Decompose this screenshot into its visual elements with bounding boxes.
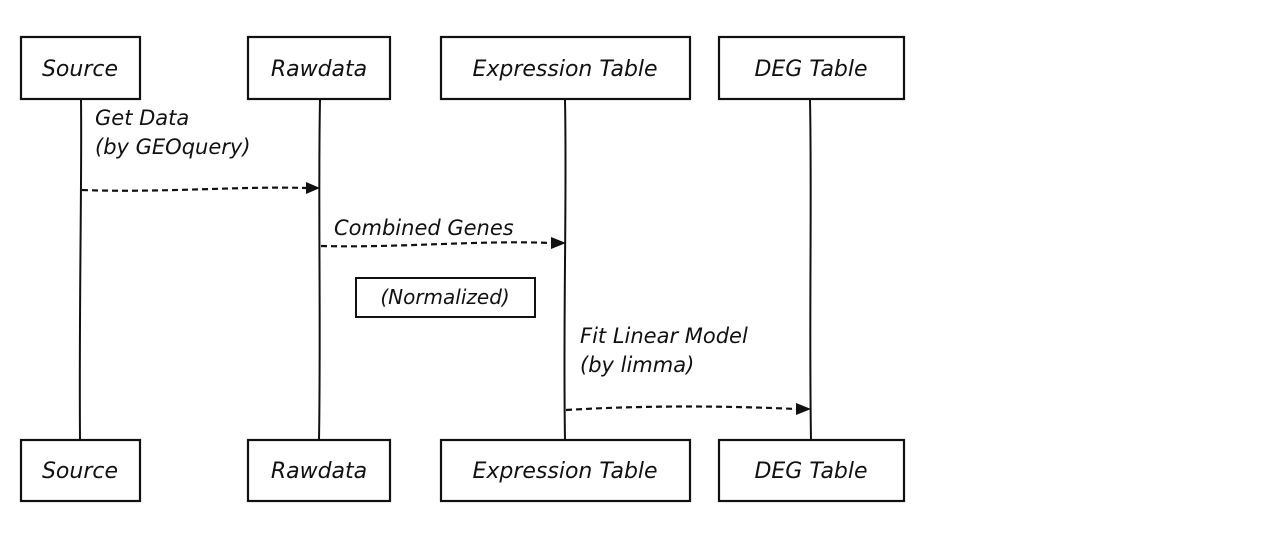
participant-rawdata-top: Rawdata (246, 35, 392, 101)
message-get-data: Get Data (by GEOquery) (81, 106, 320, 194)
participant-source-bottom: Source (19, 438, 142, 503)
participant-source-top: Source (19, 35, 142, 101)
participant-deg-bottom: DEG Table (717, 438, 906, 503)
message-combined-genes: Combined Genes (320, 216, 566, 249)
participant-deg-top-label: DEG Table (754, 57, 867, 82)
participant-rawdata-bottom: Rawdata (246, 438, 392, 503)
participant-deg-bottom-label: DEG Table (754, 459, 867, 484)
message-fit-linear-model-line2: (by limma) (580, 353, 694, 377)
message-fit-linear-model-line1: Fit Linear Model (580, 324, 748, 348)
note-normalized-label: (Normalized) (380, 285, 509, 309)
participant-expression-bottom-label: Expression Table (472, 459, 657, 484)
participant-rawdata-top-label: Rawdata (271, 57, 367, 82)
participant-rawdata-bottom-label: Rawdata (271, 459, 367, 484)
message-get-data-line1: Get Data (95, 106, 189, 130)
lifeline-expression (563, 99, 567, 441)
participant-deg-top: DEG Table (717, 35, 906, 101)
participant-expression-bottom: Expression Table (439, 438, 692, 503)
message-combined-genes-arrow-line (320, 241, 552, 248)
lifeline-deg (809, 99, 812, 441)
participant-source-bottom-label: Source (42, 459, 118, 484)
lifeline-source (78, 99, 83, 441)
message-get-data-arrow-line (81, 186, 307, 192)
message-combined-genes-arrowhead (551, 237, 566, 249)
participant-expression-top-label: Expression Table (472, 57, 657, 82)
participant-source-top-label: Source (42, 57, 118, 82)
message-combined-genes-line1: Combined Genes (334, 216, 514, 240)
message-get-data-arrowhead (306, 182, 320, 194)
note-normalized: (Normalized) (355, 277, 536, 318)
lifeline-rawdata (318, 99, 321, 441)
message-fit-linear-model-arrow-line (565, 405, 797, 412)
message-fit-linear-model-arrowhead (796, 403, 811, 415)
participant-expression-top: Expression Table (439, 35, 692, 101)
message-get-data-line2: (by GEOquery) (95, 135, 251, 159)
message-fit-linear-model: Fit Linear Model (by limma) (565, 324, 811, 415)
